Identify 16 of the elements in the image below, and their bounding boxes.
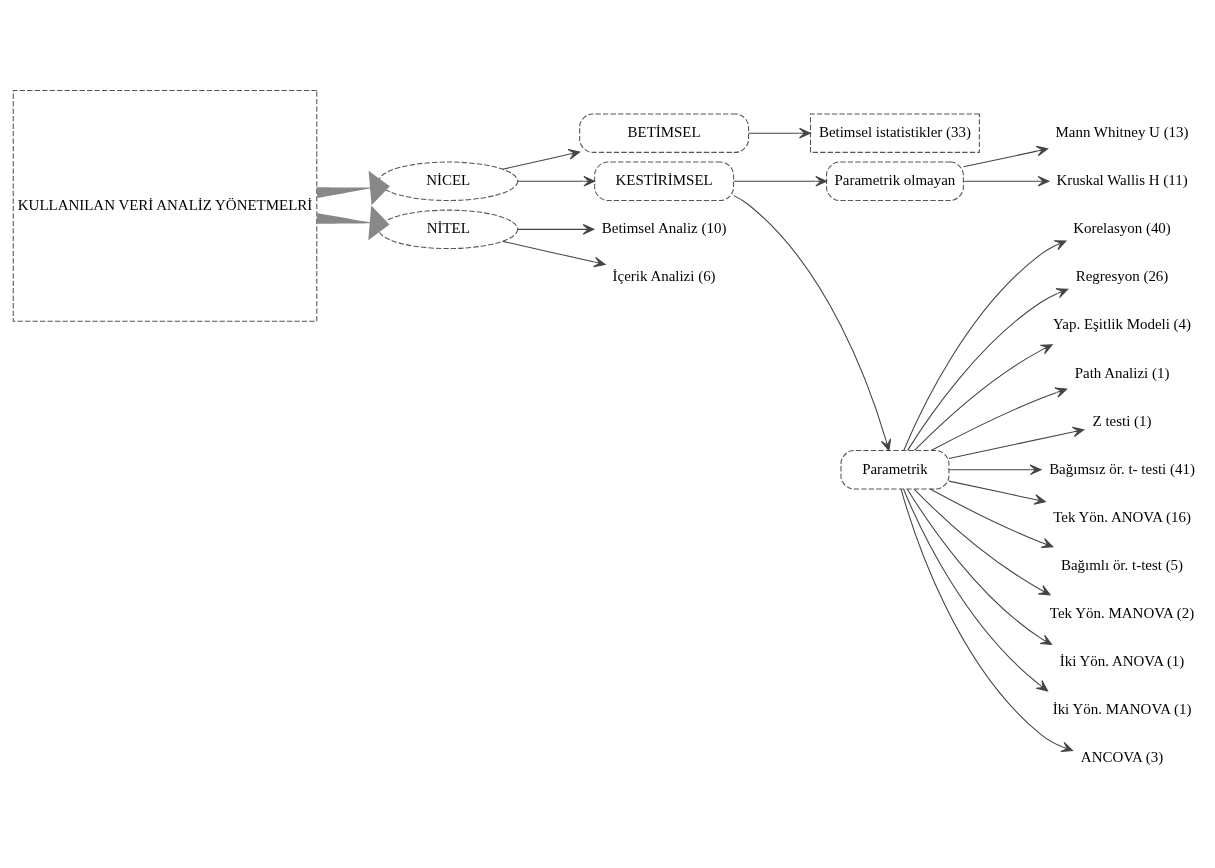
node-text: İki Yön. ANOVA (1) (1059, 653, 1184, 670)
node-text: Bağımsız ör. t- testi (41) (1048, 460, 1195, 477)
node-text: Mann Whitney U (13) (1055, 124, 1189, 141)
node-text: Z testi (1) (1092, 412, 1152, 429)
node-text: ANCOVA (3) (1080, 749, 1163, 766)
node-text: Tek Yön. MANOVA (2) (1049, 605, 1194, 622)
node-text: Tek Yön. ANOVA (16) (1052, 508, 1191, 525)
node-text: Kruskal Wallis H (11) (1055, 172, 1188, 189)
node-text: İçerik Analizi (6) (612, 268, 716, 285)
node-text: Yap. Eşitlik Modeli (4) (1052, 316, 1191, 333)
node-text: Betimsel Analiz (10) (601, 220, 726, 237)
node-text: Bağımlı ör. t-test (5) (1060, 556, 1183, 573)
node-text: Path Analizi (1) (1074, 364, 1169, 381)
node-text: Korelasyon (40) (1072, 220, 1171, 237)
node-text: İki Yön. MANOVA (1) (1052, 701, 1191, 718)
node-text: Regresyon (26) (1075, 268, 1168, 285)
